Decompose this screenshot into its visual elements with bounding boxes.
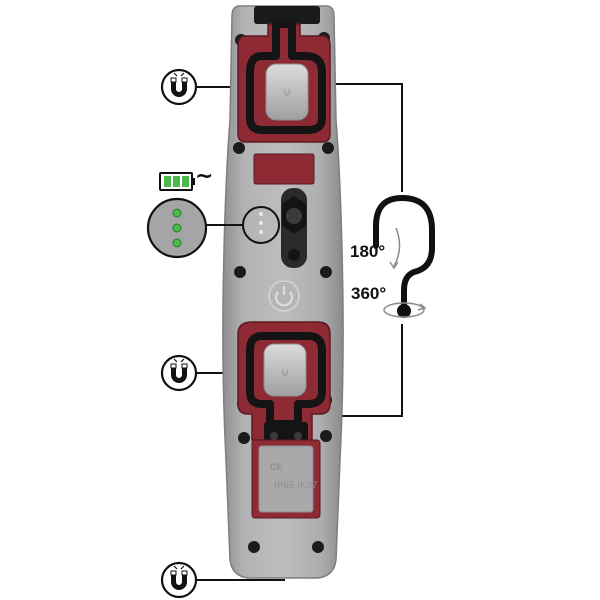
red-lens — [253, 153, 315, 185]
rotation-angle-label: 360° — [351, 284, 387, 303]
battery-compartment — [251, 439, 321, 519]
rotation-arrow-icon — [383, 302, 425, 318]
power-button — [268, 280, 300, 312]
magnet-icon — [160, 561, 198, 599]
charge-symbol: ~ — [195, 164, 214, 189]
ce-marking: CE — [270, 462, 283, 472]
magnet-emblem-icon: ⊍ — [281, 365, 290, 379]
lower-magnet-hook: ⊍ — [237, 321, 331, 448]
led-indicator-zoom — [146, 197, 280, 259]
upper-magnet-hook: ⊍ — [237, 20, 331, 143]
tilt-angle-label: 180° — [350, 242, 386, 261]
magnet-icon — [160, 68, 198, 106]
battery-icon — [159, 172, 195, 191]
magnet-emblem-icon: ⊍ — [283, 85, 292, 99]
tilt-arrow-icon — [393, 227, 401, 267]
magnet-icon — [160, 354, 198, 392]
led-indicator-icon — [172, 208, 182, 248]
rotary-switch — [259, 188, 307, 268]
hook-icon — [373, 195, 435, 318]
ingress-rating-marking: IP65 IK07 — [273, 480, 319, 490]
power-icon — [274, 291, 294, 307]
